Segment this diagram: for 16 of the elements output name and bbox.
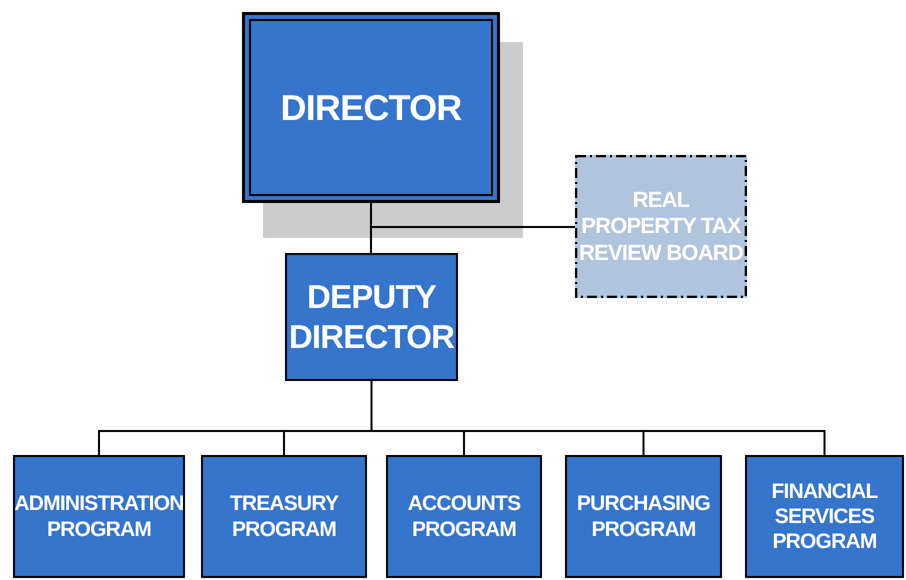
position-box [565, 455, 722, 578]
position-box [201, 455, 367, 578]
position-box [242, 12, 500, 203]
position-title: ACCOUNTS PROGRAM [406, 491, 522, 542]
position-title: TREASURY PROGRAM [228, 491, 340, 542]
position-box [745, 455, 904, 578]
position-box [13, 455, 185, 578]
position-box [285, 253, 458, 381]
position-box [386, 455, 542, 578]
position-title: FINANCIAL SERVICES PROGRAM [770, 478, 879, 554]
position-title: DIRECTOR [280, 86, 462, 130]
board-box [575, 155, 747, 298]
position-title: ADMINISTRATION PROGRAM [14, 491, 184, 542]
position-title: REAL PROPERTY TAX REVIEW BOARD [578, 186, 744, 266]
position-title: PURCHASING PROGRAM [576, 491, 712, 542]
position-title: DEPUTY DIRECTOR [288, 277, 456, 357]
